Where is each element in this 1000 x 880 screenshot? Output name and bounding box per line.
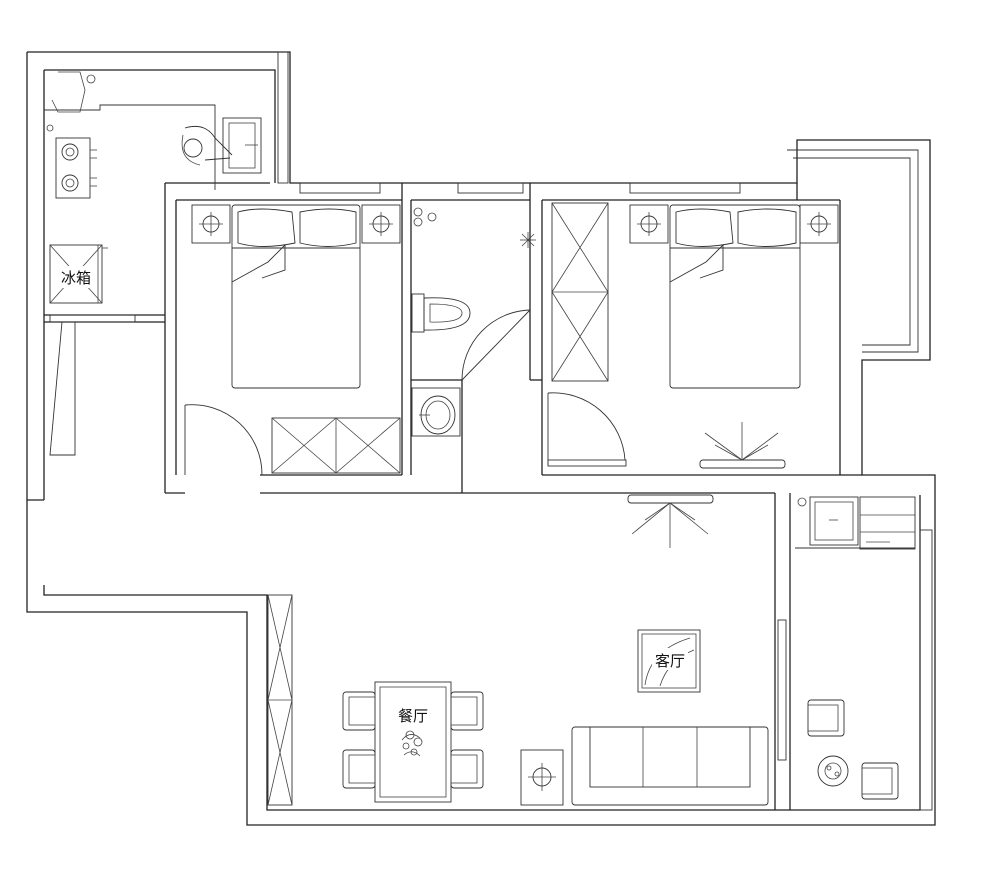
- doors: [49, 309, 627, 476]
- fridge-label: 冰箱: [61, 269, 91, 287]
- dining-room-label: 餐厅: [398, 707, 428, 725]
- shower-icon: [520, 232, 536, 248]
- interior-walls: [44, 182, 841, 810]
- chair-icon: [450, 691, 484, 731]
- chair-icon: [342, 749, 376, 789]
- tv-icon: [627, 494, 714, 548]
- fridge-icon: [49, 244, 103, 304]
- double-bed-icon: [669, 204, 801, 389]
- toilet-icon: [411, 293, 471, 333]
- chair-icon: [807, 699, 845, 737]
- picture-frame-icon: [637, 629, 701, 693]
- nightstand-lamp-icon: [629, 204, 669, 244]
- bathroom: [411, 207, 536, 437]
- sofa-icon: [571, 726, 769, 806]
- flower-vase-icon: [401, 730, 423, 757]
- water-heater-icon: [413, 207, 437, 227]
- side-table-lamp-icon: [520, 749, 564, 806]
- double-bed-icon: [231, 204, 361, 389]
- tv-icon: [699, 422, 786, 469]
- chair-icon: [342, 691, 376, 731]
- cabinet-icon: [267, 594, 293, 806]
- round-table-icon: [817, 755, 849, 787]
- windows: [277, 51, 933, 811]
- living-room: [520, 494, 769, 806]
- kitchen: [44, 71, 262, 304]
- bedroom-2: [629, 204, 839, 469]
- nightstand-lamp-icon: [361, 204, 401, 244]
- stove-icon: [55, 137, 97, 199]
- nightstand-lamp-icon: [799, 204, 839, 244]
- wardrobe-icon: [271, 417, 401, 474]
- nightstand-lamp-icon: [191, 204, 231, 244]
- dining-table-icon: [374, 681, 452, 803]
- kitchen-sink-icon: [222, 117, 262, 174]
- bedroom-1: [191, 204, 401, 474]
- washbasin-icon: [411, 387, 461, 437]
- balcony: [777, 496, 916, 800]
- chair-icon: [450, 749, 484, 789]
- wardrobe-icon: [551, 202, 609, 382]
- person-icon: [181, 125, 233, 166]
- dining-room: [267, 594, 484, 806]
- balcony-frame: [787, 149, 919, 353]
- living-room-label: 客厅: [655, 652, 685, 670]
- laundry-sink-icon: [809, 496, 859, 546]
- chair-icon: [861, 762, 899, 800]
- exterior-walls: [26, 51, 936, 826]
